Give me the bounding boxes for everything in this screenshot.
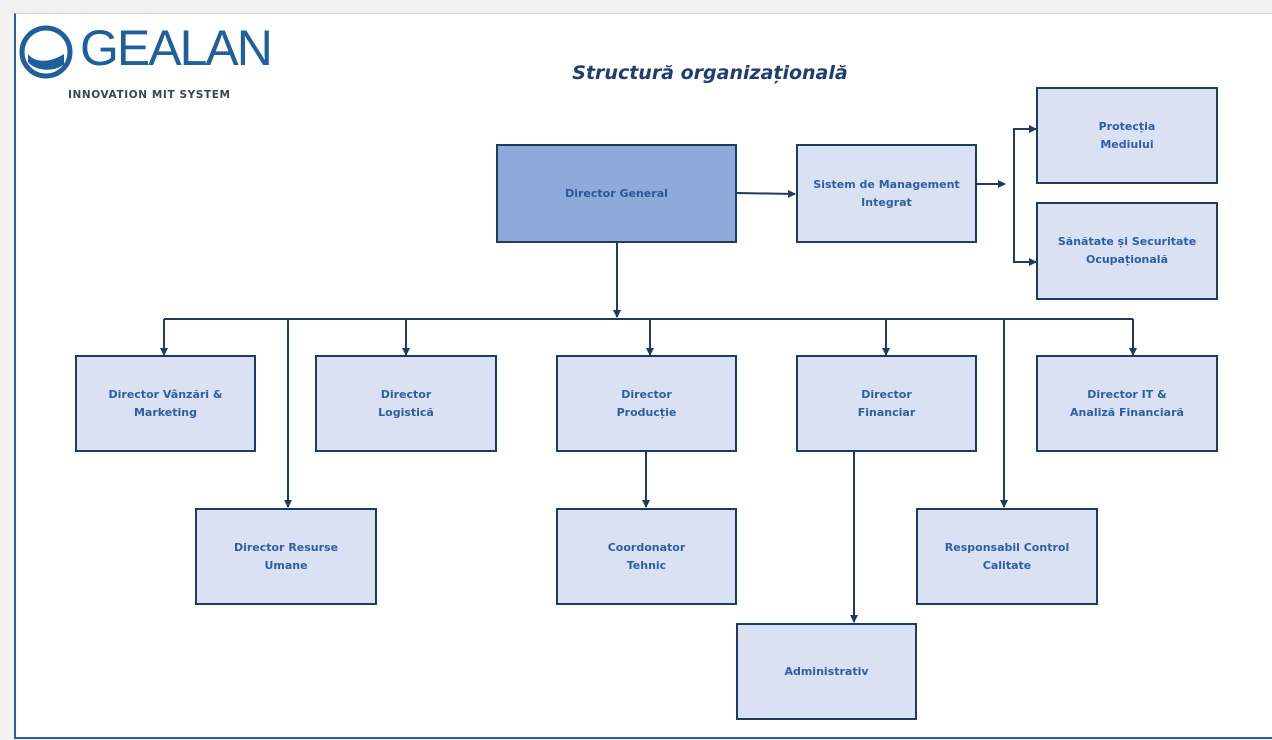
chart-title: Structură organizațională <box>572 62 848 84</box>
gealan-logo-mark-icon <box>19 25 73 79</box>
node-director-resurse-umane: Director Resurse Umane <box>195 508 377 605</box>
node-label: Director Logistică <box>378 387 434 419</box>
logo-tagline: INNOVATION MIT SYSTEM <box>68 89 231 101</box>
connector-bracket <box>1013 128 1036 263</box>
node-coordonator-tehnic: Coordonator Tehnic <box>556 508 737 605</box>
node-label: Responsabil Control Calitate <box>944 540 1070 572</box>
node-label: Director General <box>565 186 668 200</box>
gealan-logo: GEALAN INNOVATION MIT SYSTEM <box>18 18 273 108</box>
node-label: Coordonator Tehnic <box>607 540 686 572</box>
node-director-general: Director General <box>496 144 737 243</box>
connector-general-to-sistem <box>736 189 796 198</box>
node-label: Director Resurse Umane <box>233 540 339 572</box>
node-label: Director Vânzări & Marketing <box>108 387 223 419</box>
node-label: Sănătate și Securitate Ocupațională <box>1057 235 1197 266</box>
node-label: Administrativ <box>784 664 869 678</box>
node-sanatate-securitate: Sănătate și Securitate Ocupațională <box>1036 202 1218 300</box>
node-administrativ: Administrativ <box>736 623 917 720</box>
node-director-financiar: Director Financiar <box>796 355 977 452</box>
node-responsabil-control-calitate: Responsabil Control Calitate <box>916 508 1098 605</box>
node-director-vanzari-marketing: Director Vânzări & Marketing <box>75 355 256 452</box>
node-label: Director Financiar <box>857 387 916 419</box>
node-director-logistica: Director Logistică <box>315 355 497 452</box>
node-label: Director Producție <box>616 387 677 419</box>
logo-wordmark: GEALAN <box>80 20 273 76</box>
node-director-productie: Director Producție <box>556 355 737 452</box>
node-protectia-mediului: Protecția Mediului <box>1036 87 1218 184</box>
node-label: Director IT & Analiză Financiară <box>1070 387 1184 419</box>
node-director-it-analiza-financiara: Director IT & Analiză Financiară <box>1036 355 1218 452</box>
node-label: Sistem de Management Integrat <box>813 177 960 209</box>
node-label: Protecția Mediului <box>1098 119 1156 151</box>
node-sistem-management-integrat: Sistem de Management Integrat <box>796 144 977 243</box>
